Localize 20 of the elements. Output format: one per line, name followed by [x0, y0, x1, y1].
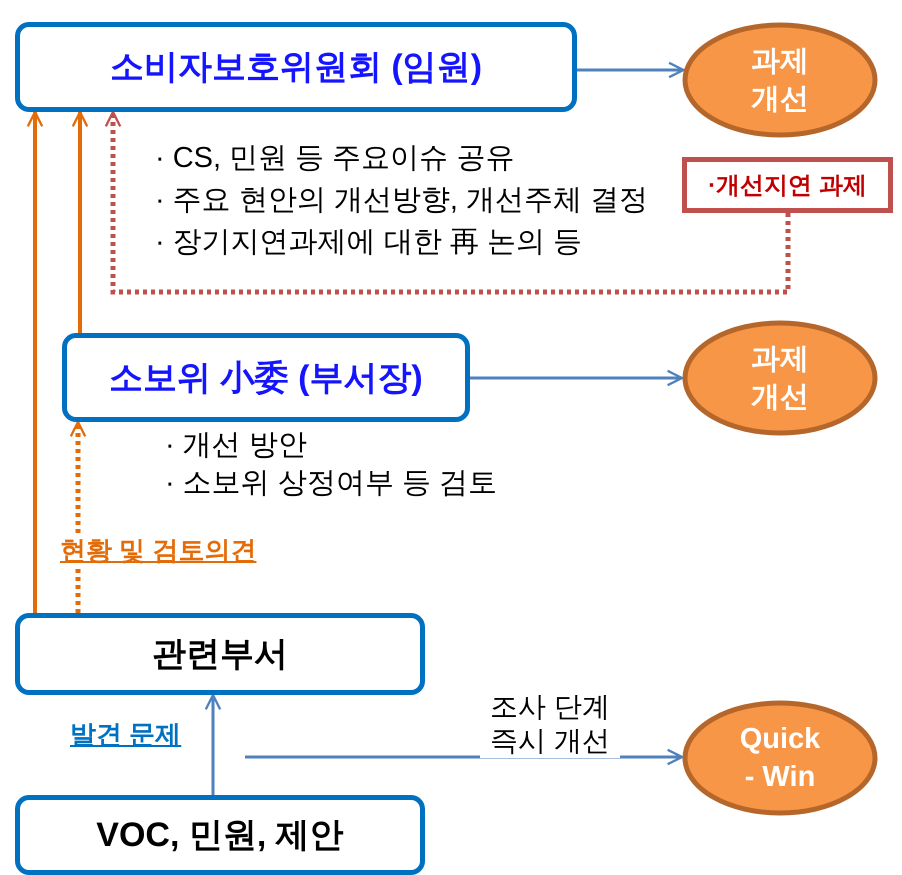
- arrow: [470, 370, 684, 386]
- task-ellipse: 과제 개선: [682, 320, 878, 436]
- bullet-text: · 장기지연과제에 대한 再 논의 등: [155, 225, 582, 260]
- subcommittee-box: 소보위 小委 (부서장): [62, 333, 470, 422]
- arrow: [245, 748, 684, 766]
- source-box: VOC, 민원, 제안: [15, 795, 425, 875]
- quick-win-ellipse: Quick - Win: [682, 700, 878, 816]
- arrow: [204, 694, 222, 795]
- committee-box: 소비자보호위원회 (임원): [15, 22, 577, 112]
- arrow: [72, 110, 88, 333]
- bullet-text: · 개선 방안: [165, 428, 307, 463]
- arrow: [104, 110, 790, 294]
- department-box: 관련부서: [15, 613, 425, 695]
- arrow: [577, 62, 685, 78]
- bullet-text: · 주요 현안의 개선방향, 개선주체 결정: [155, 183, 648, 218]
- bullet-text: · 소보위 상정여부 등 검토: [165, 466, 497, 501]
- delayed-task-box: ·개선지연 과제: [682, 157, 893, 213]
- arrow: [26, 110, 44, 613]
- bullet-text: · CS, 민원 등 주요이슈 공유: [155, 141, 514, 176]
- task-ellipse: 과제 개선: [682, 22, 878, 138]
